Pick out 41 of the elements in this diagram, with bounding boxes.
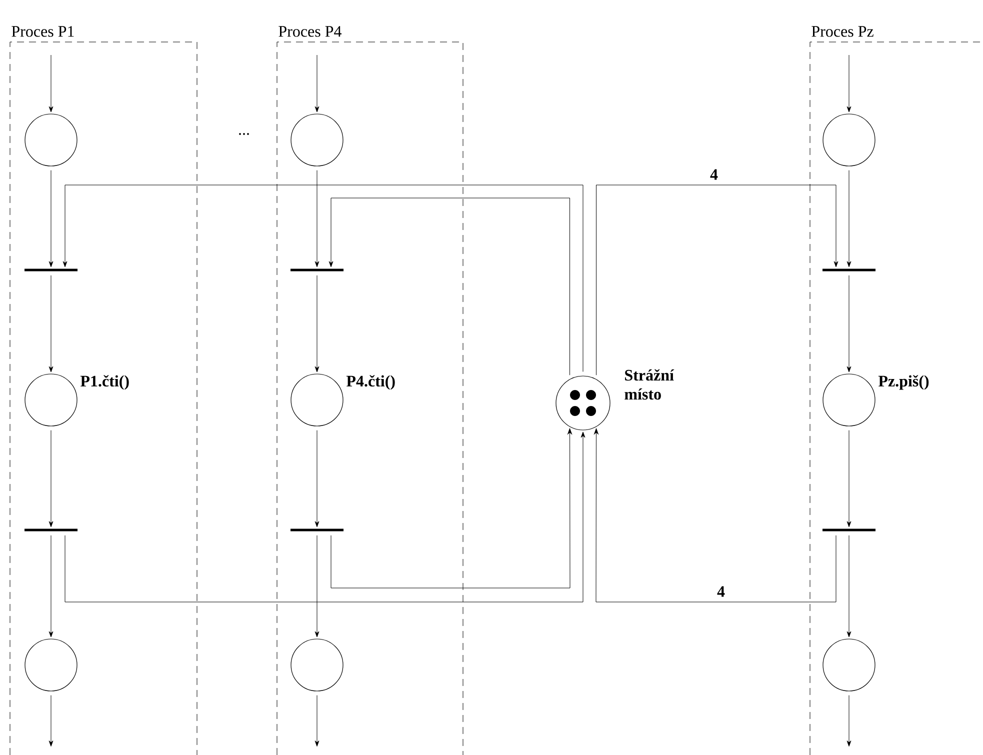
place-label: Pz.piš()	[878, 375, 929, 390]
ellipsis-label: ...	[239, 133, 249, 135]
arrow	[314, 275, 320, 372]
arrow	[314, 170, 320, 268]
arrow	[314, 54, 320, 112]
arrow	[846, 430, 852, 528]
place-circle	[24, 114, 78, 166]
place-label: Strážní místo	[624, 369, 674, 400]
arrow	[330, 428, 572, 588]
arrow	[48, 170, 54, 268]
place-circle	[822, 114, 876, 166]
arrow	[48, 430, 54, 528]
place-circle	[822, 374, 876, 426]
place-circle	[290, 374, 344, 426]
arrow	[314, 535, 320, 638]
arrow	[314, 695, 320, 746]
arrow	[314, 430, 320, 528]
arrow	[48, 54, 54, 112]
arrow	[48, 535, 54, 638]
arrow	[328, 198, 570, 376]
place-circle	[290, 114, 344, 166]
arrow	[594, 428, 836, 602]
place-label: P1.čti()	[80, 375, 129, 390]
arrow	[846, 535, 852, 638]
arrow	[48, 695, 54, 746]
arrow	[48, 275, 54, 372]
arrow	[846, 275, 852, 372]
place-circle	[556, 376, 610, 430]
place-circle	[24, 374, 78, 426]
arrow	[846, 170, 852, 268]
place-circle	[290, 638, 344, 692]
place-label: P4.čti()	[346, 375, 395, 390]
place-circle	[822, 638, 876, 692]
arrow	[64, 432, 586, 602]
arrow	[596, 184, 838, 376]
arrow	[62, 184, 584, 372]
edge-label: 4	[709, 168, 719, 181]
arrow	[846, 695, 852, 746]
place-circle	[24, 638, 78, 692]
arrow	[846, 54, 852, 112]
edge-label: 4	[716, 585, 726, 598]
